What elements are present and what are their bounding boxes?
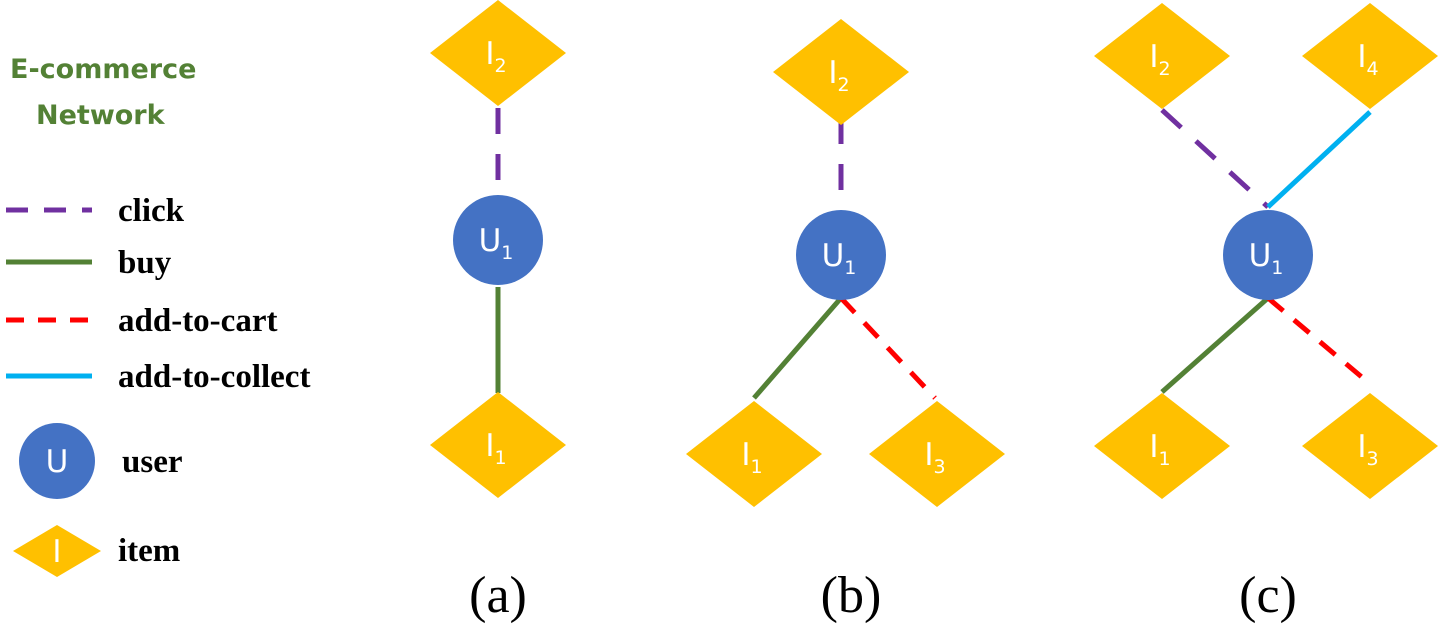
legend-label: add-to-cart xyxy=(118,303,277,339)
node-subscript: 1 xyxy=(1159,448,1171,470)
legend-user-icon xyxy=(19,423,95,499)
legend-label: buy xyxy=(118,245,172,281)
node-letter: U xyxy=(822,238,845,274)
edge-add-to-cart xyxy=(839,296,937,400)
node-letter: I xyxy=(1357,429,1366,465)
item-node: I4 xyxy=(1302,3,1438,109)
item-node: I2 xyxy=(430,0,566,106)
legend-item-icon-shape xyxy=(13,525,101,577)
node-label: I2 xyxy=(1149,39,1170,80)
legend-label: click xyxy=(118,193,185,229)
node-label: I4 xyxy=(1357,39,1378,80)
legend-label: item xyxy=(118,533,180,569)
edge-click xyxy=(1160,108,1270,209)
node-label: I2 xyxy=(828,55,849,96)
item-node-shape xyxy=(1094,3,1230,109)
item-node: I3 xyxy=(869,401,1005,507)
node-letter: I xyxy=(828,55,837,91)
item-node-shape xyxy=(869,401,1005,507)
user-node: U1 xyxy=(453,195,543,285)
legend-item-symbol: I xyxy=(52,534,61,570)
node-letter: I xyxy=(1149,39,1158,75)
node-label: I2 xyxy=(485,36,506,77)
node-subscript: 1 xyxy=(501,242,513,264)
item-node: I2 xyxy=(773,19,909,125)
node-label: U1 xyxy=(479,223,514,264)
legend-user-symbol: U xyxy=(46,444,69,480)
item-node: I3 xyxy=(1302,393,1438,499)
node-letter: I xyxy=(741,437,750,473)
legend-row-click: click xyxy=(6,193,185,229)
item-node-shape xyxy=(1302,3,1438,109)
legend-row-add-to-collect: add-to-collect xyxy=(6,359,310,395)
item-node-shape xyxy=(686,401,822,507)
item-node: I1 xyxy=(686,401,822,507)
item-node: I1 xyxy=(430,392,566,498)
node-subscript: 2 xyxy=(1159,58,1171,80)
item-node-shape xyxy=(773,19,909,125)
node-label: U1 xyxy=(1249,238,1284,279)
user-node-circle xyxy=(796,210,886,300)
figure-title-line-1: E-commerce xyxy=(10,54,196,85)
node-subscript: 1 xyxy=(751,456,763,478)
node-letter: I xyxy=(924,437,933,473)
legend-row-buy: buy xyxy=(6,245,172,281)
edge-buy xyxy=(752,296,843,400)
user-node: U1 xyxy=(1223,210,1313,300)
node-letter: I xyxy=(485,428,494,464)
node-letter: I xyxy=(1149,429,1158,465)
legend-row-add-to-cart: add-to-cart xyxy=(6,303,277,339)
node-letter: U xyxy=(1249,238,1272,274)
user-node-circle xyxy=(453,195,543,285)
edge-add-to-cart xyxy=(1266,296,1372,386)
item-node-shape xyxy=(1302,393,1438,499)
node-subscript: 3 xyxy=(1367,448,1379,470)
node-letter: U xyxy=(479,223,502,259)
node-subscript: 3 xyxy=(934,456,946,478)
user-node: U1 xyxy=(796,210,886,300)
user-node-circle xyxy=(1223,210,1313,300)
figure-title-line-2: Network xyxy=(36,100,166,131)
node-label: U1 xyxy=(822,238,857,279)
item-node-shape xyxy=(430,0,566,106)
legend-label: add-to-collect xyxy=(118,359,310,395)
node-label: I1 xyxy=(1149,429,1170,470)
item-node: I2 xyxy=(1094,3,1230,109)
node-subscript: 2 xyxy=(495,55,507,77)
legend-item-icon xyxy=(13,525,101,577)
item-node-shape xyxy=(1094,393,1230,499)
panel-caption: (b) xyxy=(821,567,882,624)
node-subscript: 1 xyxy=(495,447,507,469)
node-label: I3 xyxy=(924,437,945,478)
node-subscript: 2 xyxy=(838,74,850,96)
panel-caption: (a) xyxy=(469,567,527,624)
node-label: I1 xyxy=(741,437,762,478)
node-subscript: 1 xyxy=(1271,257,1283,279)
panel-caption: (c) xyxy=(1239,567,1297,624)
node-subscript: 1 xyxy=(844,257,856,279)
node-letter: I xyxy=(485,36,494,72)
node-label: I3 xyxy=(1357,429,1378,470)
item-node: I1 xyxy=(1094,393,1230,499)
node-letter: I xyxy=(1357,39,1366,75)
node-label: I1 xyxy=(485,428,506,469)
node-subscript: 4 xyxy=(1367,58,1379,80)
edge-add-to-collect xyxy=(1266,110,1372,209)
legend-label: user xyxy=(122,444,183,480)
item-node-shape xyxy=(430,392,566,498)
edge-buy xyxy=(1160,296,1270,394)
